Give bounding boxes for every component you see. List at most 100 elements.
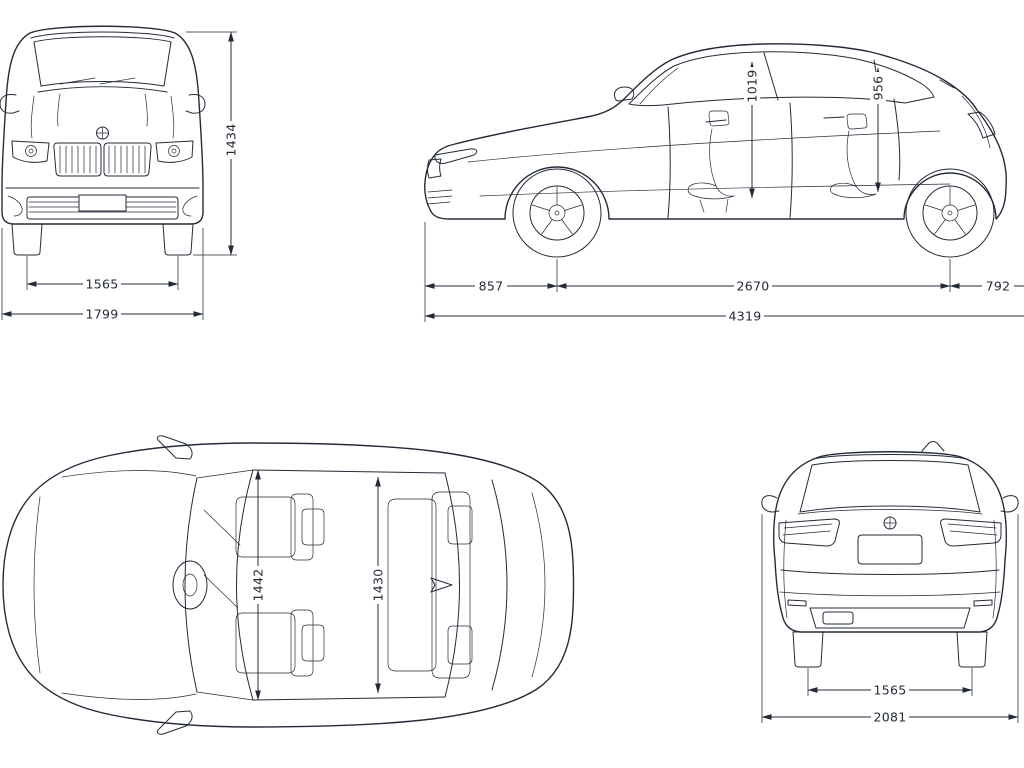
fog-lamp-details bbox=[7, 195, 198, 217]
dim-label-bg bbox=[726, 308, 764, 324]
front-view: 1434 1565 1799 bbox=[0, 25, 239, 322]
door-handles bbox=[705, 116, 845, 123]
dim-rear-track-label: 1565 bbox=[873, 683, 906, 698]
dim-overall-width-label: 1799 bbox=[85, 307, 118, 322]
dim-label-bg bbox=[83, 276, 121, 292]
grille-slats bbox=[59, 145, 146, 174]
tailgate-bottom-seam bbox=[780, 569, 1000, 575]
kidney-grille-side bbox=[427, 158, 442, 179]
dim-overall-length-label: 4319 bbox=[728, 309, 761, 324]
dim-label-bg bbox=[734, 278, 772, 294]
rear-window bbox=[799, 460, 981, 513]
dim-front-track-label: 1565 bbox=[85, 277, 118, 292]
side-mirrors-front-view bbox=[0, 94, 206, 114]
dim-label-bg bbox=[982, 278, 1014, 294]
rear-roof-line bbox=[812, 454, 968, 460]
dim-overall-height: 1434 bbox=[223, 121, 239, 159]
dim-rear-interior-width-label: 1430 bbox=[371, 568, 386, 601]
windshield-rear-arc bbox=[236, 469, 254, 701]
dim-rear-interior-width: 1430 bbox=[370, 566, 386, 604]
side-body-outline bbox=[424, 43, 1007, 220]
dim-overall-width: 1799 bbox=[83, 306, 121, 322]
dim-label-bg bbox=[870, 72, 886, 104]
rear-wheel-spokes bbox=[924, 186, 976, 235]
top-mirror-right bbox=[156, 710, 193, 735]
front-cowl-line bbox=[37, 86, 168, 93]
interior-rear-seat bbox=[830, 113, 877, 199]
tailgate-top-seam bbox=[797, 509, 983, 515]
b-pillar bbox=[763, 52, 779, 101]
side-mirror bbox=[613, 86, 635, 102]
hatch-seam bbox=[961, 95, 991, 149]
headlights bbox=[11, 140, 194, 163]
dim-front-track: 1565 bbox=[83, 276, 121, 292]
hood-creases bbox=[30, 93, 175, 139]
dim-overall-length: 4319 bbox=[726, 308, 764, 324]
a-pillar-inner bbox=[639, 67, 679, 105]
dim-width-incl-mirrors-label: 2081 bbox=[873, 710, 906, 725]
door-cut-lines bbox=[667, 98, 901, 219]
character-lines bbox=[467, 130, 951, 197]
taillight-side bbox=[967, 111, 996, 139]
dim-width-incl-mirrors: 2081 bbox=[871, 709, 909, 725]
license-plate-front bbox=[78, 194, 127, 212]
headlight-details bbox=[25, 145, 180, 157]
rear-diffuser bbox=[809, 607, 971, 629]
steering-wheel bbox=[172, 560, 208, 610]
window-band bbox=[628, 51, 935, 107]
rear-side-creases bbox=[783, 519, 997, 619]
hatch-rear-arc bbox=[531, 492, 546, 678]
front-wheel-spokes bbox=[531, 186, 583, 235]
dim-front-interior-width: 1442 bbox=[250, 566, 266, 604]
dim-rear-overhang: 792 bbox=[982, 278, 1014, 294]
dim-label-bg bbox=[475, 278, 507, 294]
dim-front-overhang: 857 bbox=[475, 278, 507, 294]
rear-reflectors bbox=[787, 599, 993, 607]
dim-label-bg bbox=[250, 566, 266, 604]
rear-view: 1565 2081 bbox=[761, 441, 1019, 725]
rear-body-outline bbox=[773, 451, 1007, 633]
bumper-line-rear bbox=[779, 591, 1001, 597]
shark-fin-antenna-top bbox=[430, 577, 453, 593]
front-intake-side bbox=[427, 189, 453, 205]
rear-wheel bbox=[905, 168, 995, 258]
rear-window-rear-arc bbox=[491, 479, 508, 691]
hood-front-edge-arc bbox=[33, 496, 41, 674]
mirror-width-extension-lines bbox=[761, 514, 1019, 723]
windshield-wipers bbox=[59, 77, 136, 85]
rear-bench-top bbox=[387, 491, 473, 679]
kidney-grille bbox=[53, 142, 152, 177]
front-body-outline bbox=[1, 25, 204, 225]
taillights-rear bbox=[778, 518, 1002, 547]
length-extension-lines bbox=[424, 222, 951, 322]
front-windshield bbox=[33, 36, 172, 87]
front-wheels bbox=[11, 223, 194, 256]
wiper-lines bbox=[203, 509, 241, 609]
interior-front-seat bbox=[687, 110, 735, 213]
front-seats-top bbox=[235, 493, 325, 677]
license-plate-recess bbox=[857, 534, 923, 565]
rear-wheels bbox=[792, 631, 988, 668]
front-roof-line bbox=[30, 31, 175, 39]
bmw-roundel-rear bbox=[883, 516, 897, 530]
dim-label-bg bbox=[871, 709, 909, 725]
side-mirrors-rear-view bbox=[761, 495, 1019, 513]
dim-front-headroom-label: 1019 bbox=[745, 69, 760, 102]
dim-overall-height-label: 1434 bbox=[224, 123, 239, 156]
taillight-details bbox=[782, 523, 998, 536]
dim-rear-headroom: 956 bbox=[870, 72, 886, 104]
dim-front-headroom: 1019 bbox=[744, 67, 760, 105]
width-extension-lines bbox=[1, 228, 204, 320]
dim-label-bg bbox=[83, 306, 121, 322]
dim-label-bg bbox=[744, 67, 760, 105]
front-wheel bbox=[512, 168, 602, 258]
dim-rear-track: 1565 bbox=[871, 682, 909, 698]
roof-side-rails bbox=[252, 469, 446, 701]
dim-wheelbase-label: 2670 bbox=[736, 279, 769, 294]
side-view: 1019 956 857 2670 792 4319 bbox=[424, 43, 1024, 324]
lower-intake bbox=[26, 196, 179, 220]
shark-fin-antenna-rear bbox=[921, 441, 945, 452]
dim-label-bg bbox=[223, 121, 239, 159]
